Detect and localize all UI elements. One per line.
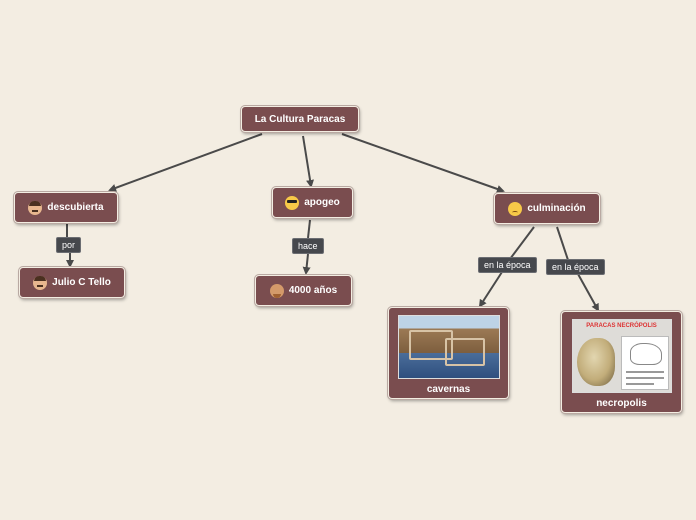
edge-culminacion-epoca1 xyxy=(509,226,535,260)
edge-culminacion-epoca2 xyxy=(556,226,569,261)
connector-epoca-1-text: en la época xyxy=(484,260,531,270)
culminacion-node[interactable]: culminación xyxy=(493,192,601,225)
necropolis-photo-title: PARACAS NECRÓPOLIS xyxy=(586,323,657,329)
edge-apogeo-hace xyxy=(307,219,311,239)
necropolis-label: necropolis xyxy=(596,398,647,409)
connector-por: por xyxy=(56,237,82,253)
cavernas-node[interactable]: cavernas xyxy=(387,306,510,400)
root-label: La Cultura Paracas xyxy=(254,113,346,125)
necropolis-node[interactable]: PARACAS NECRÓPOLIS necropolis xyxy=(560,310,683,414)
edge-epoca2-necropolis xyxy=(577,273,599,312)
connector-hace: hace xyxy=(292,238,324,254)
edge-root-apogeo xyxy=(302,135,315,188)
anos-node[interactable]: 4000 años xyxy=(254,274,353,307)
edge-epoca1-cavernas xyxy=(478,271,503,308)
root-node[interactable]: La Cultura Paracas xyxy=(240,105,360,133)
edge-hace-anos xyxy=(302,253,311,275)
skull-sketch-card xyxy=(620,336,669,390)
julio-node[interactable]: Julio C Tello xyxy=(18,266,126,299)
cavernas-photo xyxy=(397,315,500,379)
man-face-icon xyxy=(28,200,43,215)
connector-epoca-1: en la época xyxy=(478,257,537,273)
connector-epoca-2-text: en la época xyxy=(552,262,599,272)
person-face-icon xyxy=(269,283,284,298)
apogeo-node[interactable]: apogeo xyxy=(271,186,354,219)
cool-face-icon xyxy=(285,195,300,210)
man-face-icon xyxy=(33,275,48,290)
apogeo-label: apogeo xyxy=(304,197,340,208)
skull-image xyxy=(576,338,615,386)
connector-hace-text: hace xyxy=(298,241,318,251)
worried-face-icon xyxy=(508,201,523,216)
julio-label: Julio C Tello xyxy=(52,277,111,288)
edge-root-descubierta xyxy=(108,133,263,192)
necropolis-photo: PARACAS NECRÓPOLIS xyxy=(571,319,672,393)
cavernas-label: cavernas xyxy=(426,384,471,395)
connector-por-text: por xyxy=(62,240,76,250)
descubierta-label: descubierta xyxy=(47,202,104,213)
anos-label: 4000 años xyxy=(288,285,338,296)
edge-root-culminacion xyxy=(341,133,505,193)
culminacion-label: culminación xyxy=(527,203,586,214)
connector-epoca-2: en la época xyxy=(546,259,605,275)
descubierta-node[interactable]: descubierta xyxy=(13,191,119,224)
